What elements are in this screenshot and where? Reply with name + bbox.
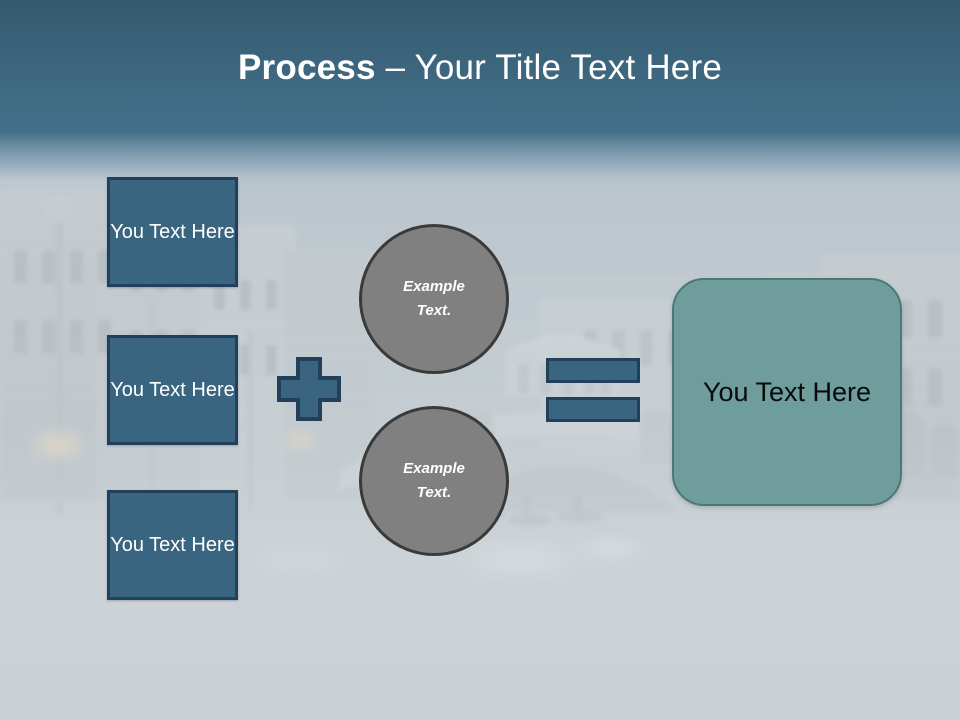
example-circle-1-line2: Text. <box>416 302 452 319</box>
example-circle-2-line2: Text. <box>416 484 452 501</box>
example-circle-2[interactable]: Example Text. <box>359 406 509 556</box>
step-box-3-label: You Text Here <box>110 533 235 556</box>
example-circle-1[interactable]: Example Text. <box>359 224 509 374</box>
equals-bar-top <box>546 358 640 383</box>
slide-header-band <box>0 0 960 132</box>
step-box-3[interactable]: You Text Here <box>107 490 238 600</box>
equals-bar-bottom <box>546 397 640 422</box>
page-title-rest: – Your Title Text Here <box>375 48 722 87</box>
example-circle-2-line1: Example <box>403 460 465 477</box>
plus-icon <box>276 356 342 422</box>
step-box-1-label: You Text Here <box>110 220 235 243</box>
equals-icon <box>546 358 640 422</box>
step-box-2[interactable]: You Text Here <box>107 335 238 445</box>
example-circle-1-line1: Example <box>403 278 465 295</box>
result-box-label: You Text Here <box>702 376 872 407</box>
step-box-1[interactable]: You Text Here <box>107 177 238 287</box>
result-box[interactable]: You Text Here <box>672 278 902 506</box>
page-title-emphasis: Process <box>238 48 376 87</box>
step-box-2-label: You Text Here <box>110 378 235 401</box>
page-title: Process – Your Title Text Here <box>0 47 960 89</box>
